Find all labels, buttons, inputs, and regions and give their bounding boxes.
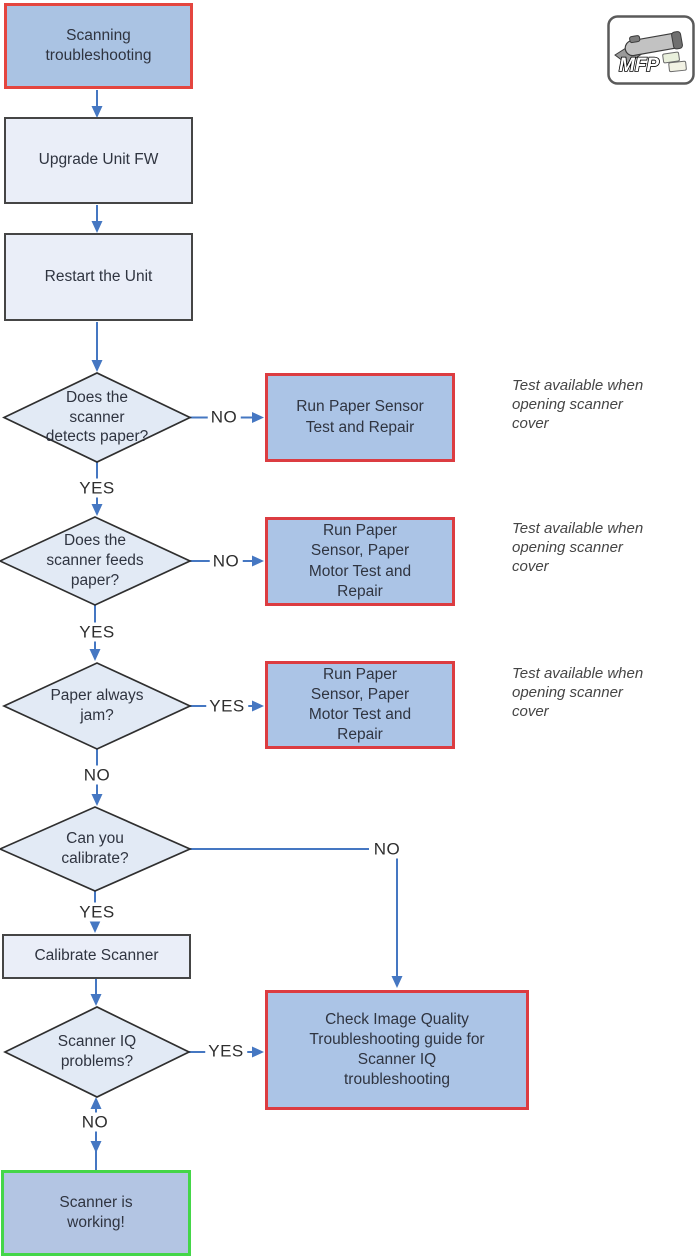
decision-scanner-iq [3,1006,191,1098]
arrowhead-down-icon [89,921,101,933]
decision-label-can-calibrate: Can you calibrate? [61,830,129,867]
arrowhead-right-icon [252,555,264,567]
arrowhead-down-icon [91,360,103,372]
node-run-sensor-motor-test-1: Run Paper Sensor, Paper Motor Test and R… [265,517,455,606]
decision-label-detects-paper: Does the scanner detects paper? [45,388,149,446]
edge-label-iq-yes: YES [205,1041,247,1061]
mfp-label: MFP [619,55,659,76]
edge-label-detects-yes: YES [76,478,118,498]
node-check-image-quality: Check Image Quality Troubleshooting guid… [265,990,529,1110]
node-run-sensor-motor-test-2: Run Paper Sensor, Paper Motor Test and R… [265,661,455,749]
decision-label-feeds-paper: Does the scanner feeds paper? [46,532,144,589]
arrowhead-right-icon [252,700,264,712]
mfp-device-icon: MFP [607,15,695,90]
edge-label-iq-no: NO [78,1112,112,1132]
decision-detects-paper [2,372,192,463]
decision-can-calibrate [0,806,193,892]
decision-feeds-paper [0,516,193,606]
edge-label-feeds-no: NO [209,551,243,571]
edge-label-jam-no: NO [80,765,114,785]
decision-label-paper-jam: Paper always jam? [50,687,144,724]
edge-label-calibrate-no: NO [370,839,404,859]
scanner-illustration-icon [614,31,687,73]
node-upgrade-fw: Upgrade Unit FW [4,117,193,204]
arrowhead-right-icon [252,1046,264,1058]
node-scanner-working: Scanner is working! [1,1170,191,1256]
arrowhead-down-icon [91,794,103,806]
edge-label-detects-no: NO [207,407,241,427]
arrowhead-down-icon [91,504,103,516]
decision-label-scanner-iq: Scanner IQ problems? [57,1033,137,1070]
edge-label-calibrate-yes: YES [76,902,118,922]
node-calibrate-scanner: Calibrate Scanner [2,934,191,979]
note-test-available-jam: Test available when opening scanner cove… [512,665,644,720]
edge-label-jam-yes: YES [206,696,248,716]
arrowhead-down-icon [91,106,103,118]
arrowhead-up-icon [90,1097,102,1109]
arrowhead-down-icon [90,1141,102,1153]
arrowhead-down-icon [89,649,101,661]
arrowhead-right-icon [252,412,264,423]
note-test-available-feeds: Test available when opening scanner cove… [512,520,644,575]
arrowhead-down-icon [90,994,102,1006]
node-start: Scanning troubleshooting [4,3,193,89]
arrowhead-down-icon [91,221,103,233]
decision-paper-jam [1,662,193,750]
node-run-paper-sensor-test: Run Paper Sensor Test and Repair [265,373,455,462]
node-restart-unit: Restart the Unit [4,233,193,321]
arrowhead-down-icon [391,976,403,988]
edge-label-feeds-yes: YES [76,622,118,642]
note-test-available-detects: Test available when opening scanner cove… [512,377,644,432]
